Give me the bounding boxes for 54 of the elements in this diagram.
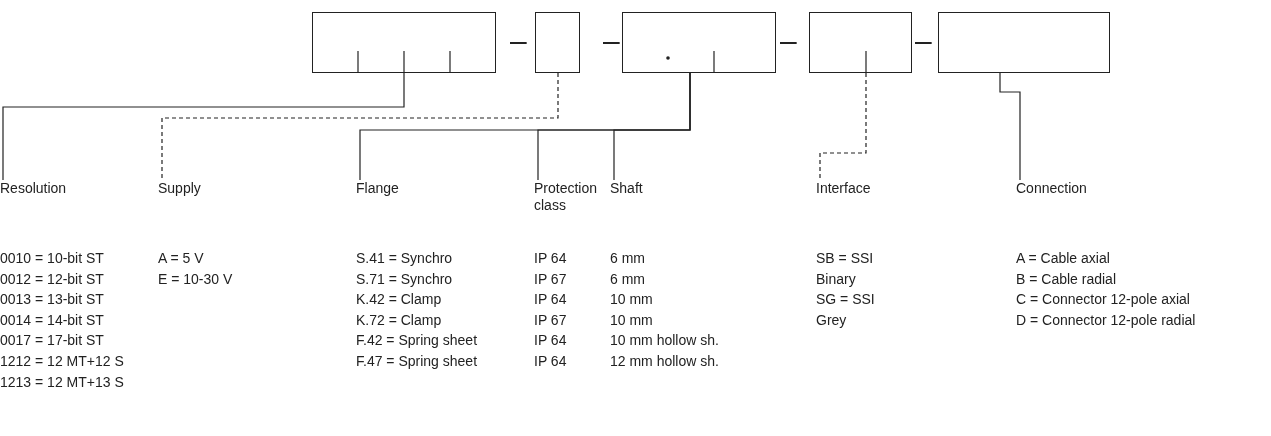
option-text: A = Cable axial bbox=[1016, 249, 1111, 268]
option-text: IP 67 bbox=[534, 269, 568, 289]
option-text: 6 mm bbox=[610, 249, 646, 268]
option-text: 0013 = 13-bit ST bbox=[0, 290, 105, 310]
separator-dash: – bbox=[603, 26, 620, 56]
option-text: IP 64 bbox=[534, 331, 568, 351]
leader-line bbox=[161, 72, 559, 181]
field-heading: Protection class bbox=[534, 180, 608, 214]
option-text: K.42 = Clamp bbox=[356, 290, 443, 310]
option-text: IP 64 bbox=[534, 351, 568, 371]
leader-line bbox=[2, 72, 405, 181]
option-text: K.72 = Clamp bbox=[356, 310, 443, 330]
code-box bbox=[622, 12, 776, 73]
separator-dash: – bbox=[780, 26, 797, 56]
option-text: SG = SSI Grey bbox=[816, 290, 876, 330]
option-text: 10 mm bbox=[610, 290, 654, 310]
option-text: S.41 = Synchro bbox=[356, 249, 454, 268]
option-text: SB = SSI Binary bbox=[816, 249, 875, 289]
option-text: 0012 = 12-bit ST bbox=[0, 269, 105, 289]
field-heading: Interface bbox=[816, 180, 896, 197]
option-text: D = Connector 12-pole radial bbox=[1016, 310, 1197, 330]
option-text: C = Connector 12-pole axial bbox=[1016, 290, 1191, 310]
option-text: 0017 = 17-bit ST bbox=[0, 331, 105, 351]
option-text: B = Cable radial bbox=[1016, 269, 1117, 289]
option-text: E = 10-30 V bbox=[158, 269, 234, 289]
field-heading: Connection bbox=[1016, 180, 1106, 197]
leader-line bbox=[613, 72, 691, 181]
option-text: 0014 = 14-bit ST bbox=[0, 310, 105, 330]
option-text: 0010 = 10-bit ST bbox=[0, 249, 105, 268]
option-text: F.47 = Spring sheet bbox=[356, 351, 479, 371]
leader-line bbox=[819, 72, 867, 181]
field-heading: Flange bbox=[356, 180, 416, 197]
separator-dash: – bbox=[915, 26, 932, 56]
field-heading: Supply bbox=[158, 180, 218, 197]
option-text: A = 5 V bbox=[158, 249, 205, 268]
option-text: 10 mm bbox=[610, 310, 654, 330]
option-text: IP 64 bbox=[534, 290, 568, 310]
option-text: 6 mm bbox=[610, 269, 646, 289]
separator-dash: – bbox=[510, 26, 527, 56]
leader-line bbox=[999, 72, 1021, 181]
field-heading: Shaft bbox=[610, 180, 660, 197]
option-text: 1213 = 12 MT+13 S bbox=[0, 372, 125, 392]
code-box bbox=[938, 12, 1110, 73]
option-text: 10 mm hollow sh. bbox=[610, 331, 720, 351]
option-text: F.42 = Spring sheet bbox=[356, 331, 479, 351]
option-text: 1212 = 12 MT+12 S bbox=[0, 351, 125, 371]
code-box bbox=[535, 12, 580, 73]
option-text: S.71 = Synchro bbox=[356, 269, 454, 289]
code-box bbox=[312, 12, 496, 73]
option-text: IP 64 bbox=[534, 249, 568, 268]
field-heading: Resolution bbox=[0, 180, 90, 197]
code-box bbox=[809, 12, 912, 73]
option-text: IP 67 bbox=[534, 310, 568, 330]
option-text: 12 mm hollow sh. bbox=[610, 351, 720, 371]
